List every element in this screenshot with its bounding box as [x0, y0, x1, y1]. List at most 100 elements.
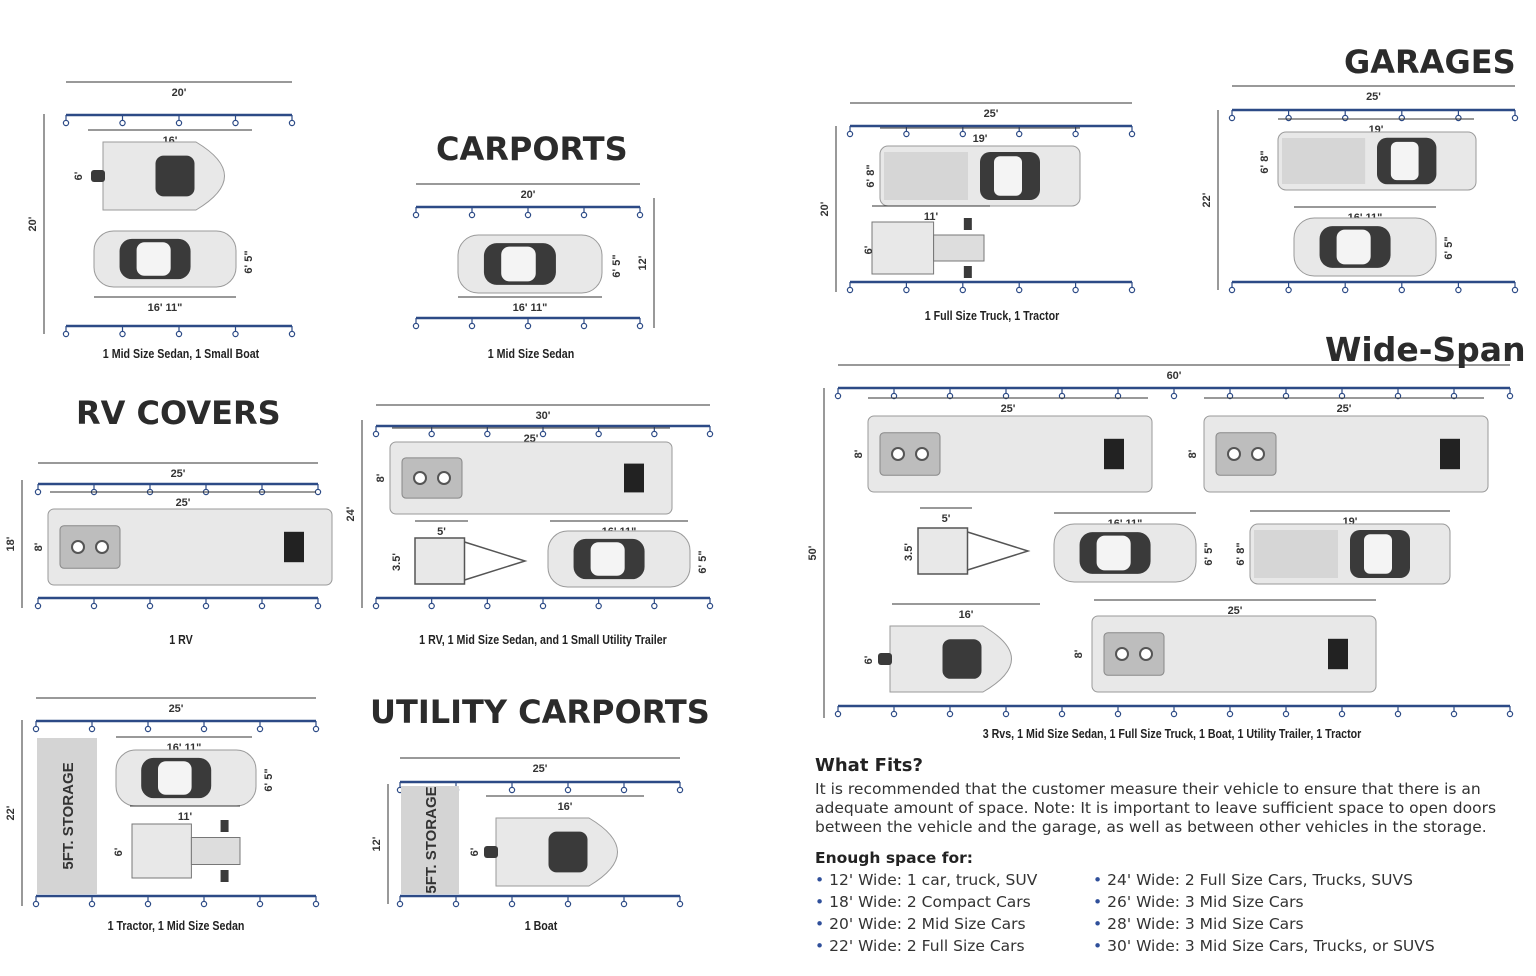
post-foot [580, 322, 588, 330]
post-foot [1511, 286, 1519, 294]
post-foot [539, 430, 547, 438]
p7-tc-w: 6' [863, 245, 875, 254]
storage-label: 5FT. STORAGE [423, 786, 440, 893]
p9-rv2-len-label: 25' [1337, 403, 1352, 415]
p2-width-label: 20' [521, 189, 536, 201]
p7-truck-w: 6' 8" [865, 164, 877, 187]
p7-tc-len-label: 11' [924, 211, 939, 223]
tractor-hood [933, 234, 985, 262]
post-foot [846, 130, 854, 138]
post-foot [1128, 286, 1136, 294]
rv-vent [437, 471, 451, 485]
post-foot [580, 211, 588, 219]
post-foot [88, 725, 96, 733]
post-foot [90, 602, 98, 610]
p7-truck-len-label: 19' [973, 133, 988, 145]
p9-width-label: 60' [1167, 370, 1182, 382]
caption-tractor-sedan: 1 Tractor, 1 Mid Size Sedan [107, 918, 245, 933]
post-foot [1285, 114, 1292, 122]
storage-area [37, 738, 97, 894]
post-foot [890, 392, 898, 400]
p5-tc-w: 6' [113, 847, 125, 856]
post-foot [146, 602, 154, 610]
what-fits-text: It is recommended that the customer meas… [815, 780, 1497, 836]
rv-hatch [401, 457, 463, 499]
post-foot [1450, 710, 1458, 718]
p9-boat-len-label: 16' [959, 609, 974, 621]
rv-vent [1139, 647, 1153, 661]
sedan-roof [136, 242, 171, 276]
post-foot [620, 786, 628, 794]
p8-truck-w: 6' 8" [1259, 150, 1271, 173]
p5-width-label: 25' [169, 703, 184, 715]
post-foot [508, 900, 516, 908]
post-foot [1228, 114, 1236, 122]
boat-motor [878, 653, 892, 665]
truck-roof [1364, 534, 1392, 574]
storage-label: 5FT. STORAGE [60, 762, 77, 869]
post-foot [175, 330, 183, 338]
post-foot [1338, 710, 1346, 718]
post-foot [946, 710, 954, 718]
post-foot [119, 330, 126, 338]
p9-tr-w: 3.5' [903, 543, 915, 561]
p3-rv-w: 8' [33, 542, 45, 551]
post-foot [1285, 286, 1292, 294]
post-foot [202, 602, 210, 610]
post-foot [256, 900, 264, 908]
p9-rv3-len-label: 25' [1228, 605, 1243, 617]
rv-windshield [624, 463, 644, 493]
post-foot [1114, 710, 1122, 718]
post-foot [959, 286, 967, 294]
rv-windshield [1104, 438, 1124, 470]
sedan-roof [501, 246, 536, 282]
post-foot [258, 602, 266, 610]
post-foot [428, 602, 435, 610]
post-foot [1002, 392, 1010, 400]
rv-vent [71, 540, 85, 554]
post-foot [396, 900, 404, 908]
post-foot [1341, 114, 1349, 122]
post-foot [314, 602, 322, 610]
fit-item: 20' Wide: 2 Mid Size Cars [815, 913, 1093, 935]
sedan-roof [590, 542, 625, 576]
post-foot [1058, 392, 1066, 400]
post-foot [1455, 286, 1462, 294]
post-foot [1226, 710, 1234, 718]
post-foot [1058, 710, 1066, 718]
post-foot [636, 211, 644, 219]
post-foot [595, 430, 602, 438]
post-foot [200, 725, 208, 733]
post-foot [1072, 130, 1079, 138]
post-foot [288, 330, 296, 338]
fit-item: 18' Wide: 2 Compact Cars [815, 891, 1093, 913]
post-foot [524, 211, 532, 219]
post-foot [288, 119, 296, 127]
what-fits-section: What Fits? It is recommended that the cu… [815, 755, 1515, 957]
caption-rv: 1 RV [169, 632, 193, 647]
post-foot [1394, 710, 1402, 718]
title-utility-carports: UTILITY CARPORTS [370, 693, 710, 731]
trailer-box [414, 537, 466, 585]
p1-car-len-label: 16' 11" [148, 302, 183, 314]
post-foot [412, 211, 420, 219]
post-foot [452, 900, 460, 908]
tractor-wheel [963, 266, 972, 278]
p2-car-len-label: 16' 11" [513, 302, 548, 314]
post-foot [1128, 130, 1136, 138]
rv-vent [413, 471, 427, 485]
enough-space-heading: Enough space for: [815, 849, 973, 867]
title-garages: GARAGES [1344, 43, 1516, 81]
tractor-cab [871, 221, 935, 275]
post-foot [232, 119, 239, 127]
caption-truck-tractor: 1 Full Size Truck, 1 Tractor [924, 308, 1060, 323]
post-foot [946, 392, 954, 400]
p1-boat-w: 6' [73, 171, 85, 180]
p9-rv1-len-label: 25' [1001, 403, 1016, 415]
post-foot [595, 602, 602, 610]
post-foot [62, 330, 70, 338]
post-foot [846, 286, 854, 294]
p9-boat-w: 6' [863, 655, 875, 664]
post-foot [1016, 130, 1023, 138]
